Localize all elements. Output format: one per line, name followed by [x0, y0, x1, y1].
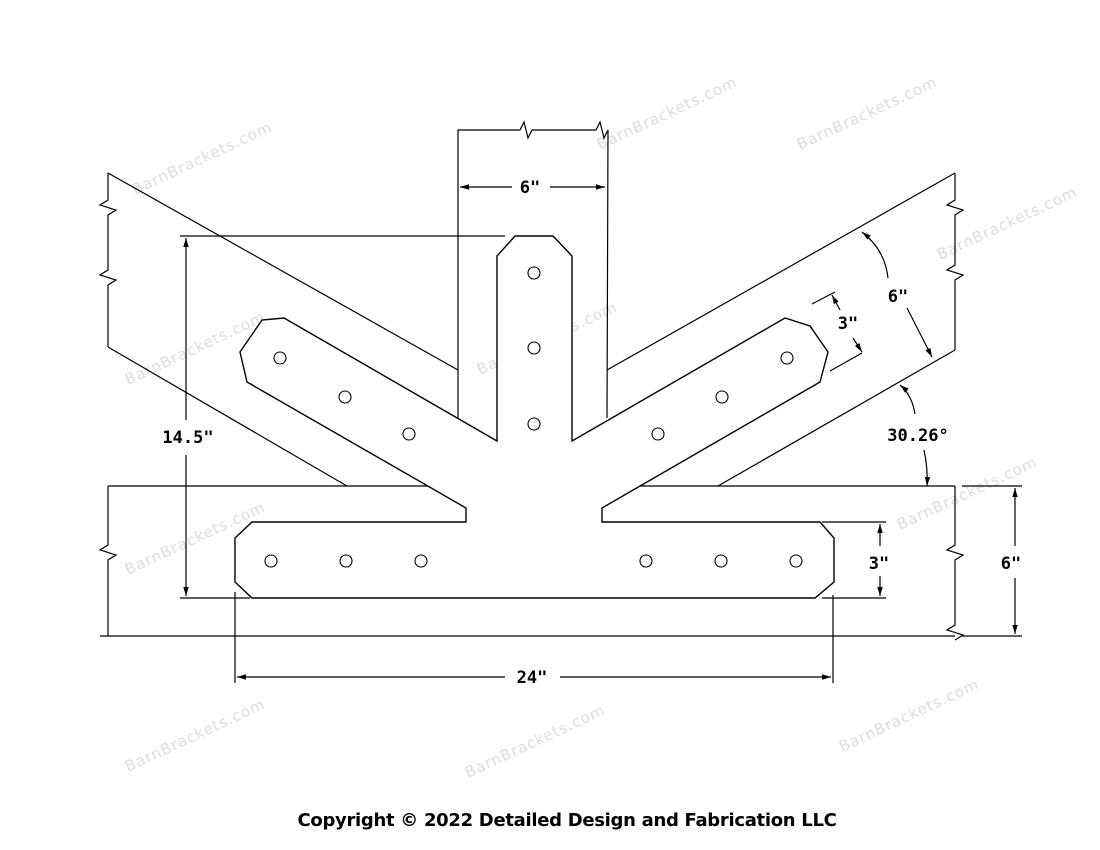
watermark: BarnBrackets.com	[836, 675, 982, 756]
dim-label: 6"	[520, 178, 540, 198]
watermark: BarnBrackets.com	[462, 701, 608, 782]
dimension-rafter-angle: 30.26°	[887, 384, 949, 487]
copyright-text: Copyright © 2022 Detailed Design and Fab…	[297, 810, 837, 831]
bolt-hole	[780, 351, 794, 365]
dimension-rafter-depth: 6"	[861, 231, 933, 358]
left-rafter	[98, 172, 459, 487]
dimension-post-width: 6"	[460, 178, 605, 198]
bolt-hole	[527, 341, 541, 355]
dimension-rafter-arm-width: 3"	[811, 291, 863, 372]
dim-label: 6"	[1001, 554, 1021, 574]
bolt-hole	[264, 554, 278, 568]
dimension-bottom-arm-width: 3"	[822, 521, 889, 599]
bolt-hole	[527, 417, 541, 431]
watermark: BarnBrackets.com	[129, 118, 275, 199]
bolt-hole	[714, 554, 728, 568]
watermark: BarnBrackets.com	[794, 73, 940, 154]
bolt-hole	[402, 427, 416, 441]
bracket	[234, 235, 835, 599]
right-rafter	[606, 172, 965, 487]
dim-label: 14.5"	[162, 428, 213, 448]
post	[457, 120, 609, 419]
bolt-hole	[339, 554, 353, 568]
watermark: BarnBrackets.com	[122, 695, 268, 776]
bolt-hole	[789, 554, 803, 568]
watermark: BarnBrackets.com	[934, 183, 1080, 264]
dim-label: 24"	[517, 668, 548, 688]
dimension-bottom-length: 24"	[234, 592, 834, 688]
bolt-hole	[639, 554, 653, 568]
bolt-hole	[273, 351, 287, 365]
beam	[98, 485, 965, 641]
bolt-hole	[414, 554, 428, 568]
bolt-hole	[715, 390, 729, 404]
bolt-holes	[264, 266, 803, 568]
dimension-beam-depth: 6"	[962, 485, 1022, 637]
bolt-hole	[651, 427, 665, 441]
dim-label: 6"	[888, 287, 908, 307]
bolt-hole	[527, 266, 541, 280]
dim-label: 3"	[869, 554, 889, 574]
bolt-hole	[338, 390, 352, 404]
dim-label: 30.26°	[887, 426, 948, 446]
watermark: BarnBrackets.com	[594, 73, 740, 154]
watermark: BarnBrackets.com	[894, 453, 1040, 534]
dim-label: 3"	[838, 314, 858, 334]
dimension-total-height: 14.5"	[162, 235, 505, 599]
